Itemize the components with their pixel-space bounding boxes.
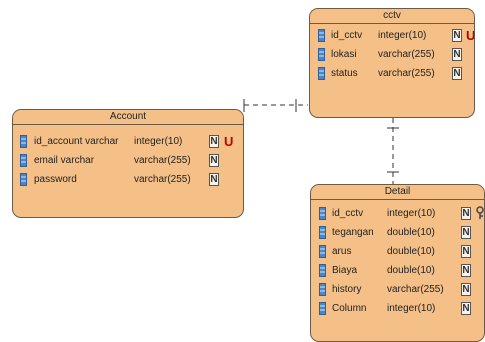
entity-cctv[interactable]: cctv id_cctv integer(10) N U lokasi varc… [309,8,475,118]
entity-account[interactable]: Account id_account varchar integer(10) N… [12,109,244,218]
table-row[interactable]: id_cctv integer(10) N U [310,26,474,45]
not-null-badge: N [452,48,462,61]
cctv-detail-connector [387,118,399,184]
column-name: tegangan [332,227,374,238]
not-null-badge: N [461,207,471,220]
column-name: status [331,68,358,79]
column-name: email varchar [34,155,95,166]
unique-badge: U [224,134,234,149]
not-null-badge: N [209,154,219,167]
column-field-icon [318,67,325,80]
not-null-badge: N [452,29,462,42]
entity-detail[interactable]: Detail id_cctv integer(10) N tegangan do… [310,184,485,342]
not-null-badge: N [461,283,471,296]
column-type: integer(10) [378,30,427,41]
column-name: id_cctv [331,30,363,41]
column-field-icon [319,283,326,296]
column-name: Column [332,303,367,314]
column-field-icon [20,173,27,186]
column-field-icon [20,154,27,167]
not-null-badge: N [461,226,471,239]
not-null-badge: N [209,135,219,148]
column-field-icon [319,302,326,315]
column-field-icon [319,207,326,220]
column-type: varchar(255) [134,174,191,185]
column-type: double(10) [387,246,435,257]
column-name: Biaya [332,265,358,276]
column-field-icon [319,264,326,277]
column-name: id_account varchar [34,136,119,147]
table-row[interactable]: history varchar(255) N [311,280,484,299]
entity-title: Account [13,110,243,125]
table-row[interactable]: Column integer(10) N [311,299,484,318]
column-type: integer(10) [387,303,436,314]
not-null-badge: N [461,302,471,315]
not-null-badge: N [461,264,471,277]
table-row[interactable]: status varchar(255) N [310,64,474,83]
not-null-badge: N [461,245,471,258]
table-row[interactable]: lokasi varchar(255) N [310,45,474,64]
column-type: double(10) [387,265,435,276]
column-field-icon [318,48,325,61]
column-type: varchar(255) [378,68,435,79]
column-field-icon [319,245,326,258]
column-field-icon [20,135,27,148]
table-row[interactable]: Biaya double(10) N [311,261,484,280]
table-row[interactable]: arus double(10) N [311,242,484,261]
column-name: history [332,284,362,295]
column-name: password [34,174,77,185]
unique-badge: U [466,28,475,43]
column-type: double(10) [387,227,435,238]
column-name: arus [332,246,352,257]
table-row[interactable]: id_account varchar integer(10) N U [13,132,243,151]
account-cctv-connector [243,99,308,112]
table-row[interactable]: id_cctv integer(10) N [311,204,484,223]
column-field-icon [319,226,326,239]
column-name: id_cctv [332,208,364,219]
column-type: varchar(255) [387,284,444,295]
column-type: integer(10) [134,136,183,147]
table-row[interactable]: email varchar varchar(255) N [13,151,243,170]
column-type: varchar(255) [378,49,435,60]
column-type: varchar(255) [134,155,191,166]
entity-title: cctv [310,9,474,24]
not-null-badge: N [452,67,462,80]
column-type: integer(10) [387,208,436,219]
entity-title: Detail [311,185,484,200]
column-field-icon [318,29,325,42]
table-row[interactable]: tegangan double(10) N [311,223,484,242]
column-name: lokasi [331,49,357,60]
key-icon [476,206,484,219]
table-row[interactable]: password varchar(255) N [13,170,243,189]
not-null-badge: N [209,173,219,186]
